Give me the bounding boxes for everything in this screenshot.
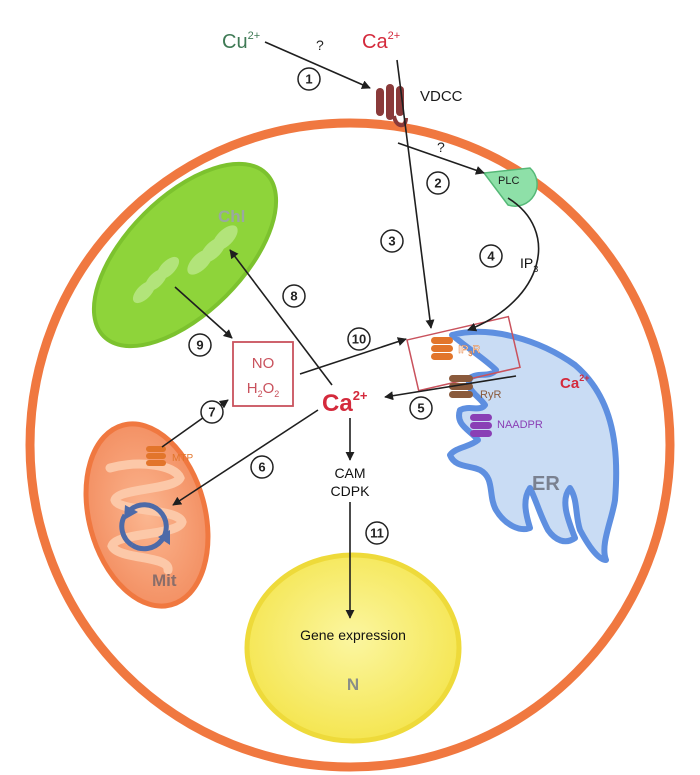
cu-label: Cu2+ xyxy=(222,30,260,53)
cycle-arrowhead-2 xyxy=(158,530,170,545)
step-marker-4: 4 xyxy=(479,244,503,268)
arrow-ca-to-mit xyxy=(172,409,319,506)
step-circle xyxy=(297,67,321,91)
step-circle xyxy=(188,333,212,357)
ros-box: NO H2O2 xyxy=(232,341,294,407)
arrow-plc-to-ip3r xyxy=(467,197,540,332)
arrow-vdcc-to-ip3r xyxy=(396,59,435,329)
step-circle xyxy=(409,396,433,420)
step-markers: 1 2 3 4 5 6 7 8 9 10 11 xyxy=(188,67,503,545)
step-circle xyxy=(365,521,389,545)
thylakoid-stacks xyxy=(132,225,238,304)
step-number: 2 xyxy=(434,176,441,191)
mit-label: Mit xyxy=(152,571,177,590)
cdpk-label: CDPK xyxy=(331,483,371,499)
step-marker-9: 9 xyxy=(188,333,212,357)
ca-center-label: Ca2+ xyxy=(322,388,368,417)
step-circle xyxy=(347,327,371,351)
ip3-label: IP3 xyxy=(520,255,538,274)
ryr-channel xyxy=(449,375,473,398)
step-circle xyxy=(282,284,306,308)
er-label: ER xyxy=(532,473,560,495)
cristae xyxy=(105,459,187,575)
cell-membrane xyxy=(25,118,675,772)
step-circle xyxy=(479,244,503,268)
step-circle xyxy=(426,171,450,195)
step-number: 8 xyxy=(290,289,297,304)
ip3r-channel xyxy=(431,337,453,360)
unknown-mark-cu: ? xyxy=(316,37,324,53)
step-marker-5: 5 xyxy=(409,396,433,420)
arrow-vdcc-to-plc xyxy=(397,142,485,175)
nucleus-label: N xyxy=(347,675,359,694)
ca-top-label: Ca2+ xyxy=(362,30,400,53)
step-marker-10: 10 xyxy=(347,327,371,351)
step-marker-7: 7 xyxy=(200,400,224,424)
arrows xyxy=(161,41,540,619)
ryr-label: RyR xyxy=(480,389,501,401)
step-marker-3: 3 xyxy=(380,229,404,253)
step-number: 1 xyxy=(305,72,312,87)
ip3r-label: IP3R xyxy=(458,344,480,358)
chloroplast: Chl xyxy=(91,161,279,349)
arrow-cu-to-vdcc xyxy=(264,41,371,89)
step-marker-8: 8 xyxy=(282,284,306,308)
step-circle xyxy=(200,400,224,424)
chl-label: Chl xyxy=(218,207,245,226)
vdcc-label: VDCC xyxy=(420,88,463,105)
arrow-ca-to-chl xyxy=(229,249,333,386)
vdcc-channel xyxy=(376,84,408,128)
gene-expression-label: Gene expression xyxy=(300,627,406,643)
step-marker-2: 2 xyxy=(426,171,450,195)
plc-enzyme: PLC xyxy=(482,167,538,207)
step-number: 9 xyxy=(196,338,203,353)
h2o2-label: H2O2 xyxy=(247,380,280,399)
step-circle xyxy=(250,455,274,479)
step-number: 6 xyxy=(258,460,265,475)
arrow-er-to-ca xyxy=(384,375,517,401)
ca-er-label: Ca2+ xyxy=(560,373,589,392)
no-label: NO xyxy=(252,355,275,372)
step-number: 11 xyxy=(370,526,384,541)
cam-label: CAM xyxy=(334,465,365,481)
arrow-chl-to-ros xyxy=(174,286,233,339)
step-marker-11: 11 xyxy=(365,521,389,545)
nucleus: Gene expression N xyxy=(244,552,462,744)
step-marker-6: 6 xyxy=(250,455,274,479)
step-circle xyxy=(380,229,404,253)
mtp-label: MTP xyxy=(172,453,193,464)
step-number: 10 xyxy=(352,332,366,347)
step-number: 5 xyxy=(417,401,424,416)
plc-label: PLC xyxy=(498,175,519,187)
unknown-mark-plc: ? xyxy=(437,139,445,155)
endoplasmic-reticulum: ER Ca2+ xyxy=(447,328,620,563)
step-number: 3 xyxy=(388,234,395,249)
naadpr-label: NAADPR xyxy=(497,419,543,431)
step-number: 4 xyxy=(487,249,495,264)
cycle-arrowhead-1 xyxy=(124,505,138,520)
arrow-ca-to-ip3r xyxy=(299,337,407,375)
step-number: 7 xyxy=(208,405,215,420)
mitochondrion: Mit xyxy=(83,421,211,609)
step-marker-1: 1 xyxy=(297,67,321,91)
mtp-channel xyxy=(146,446,166,466)
mito-cycle-icon xyxy=(119,502,169,552)
naadpr-channel xyxy=(470,414,492,437)
